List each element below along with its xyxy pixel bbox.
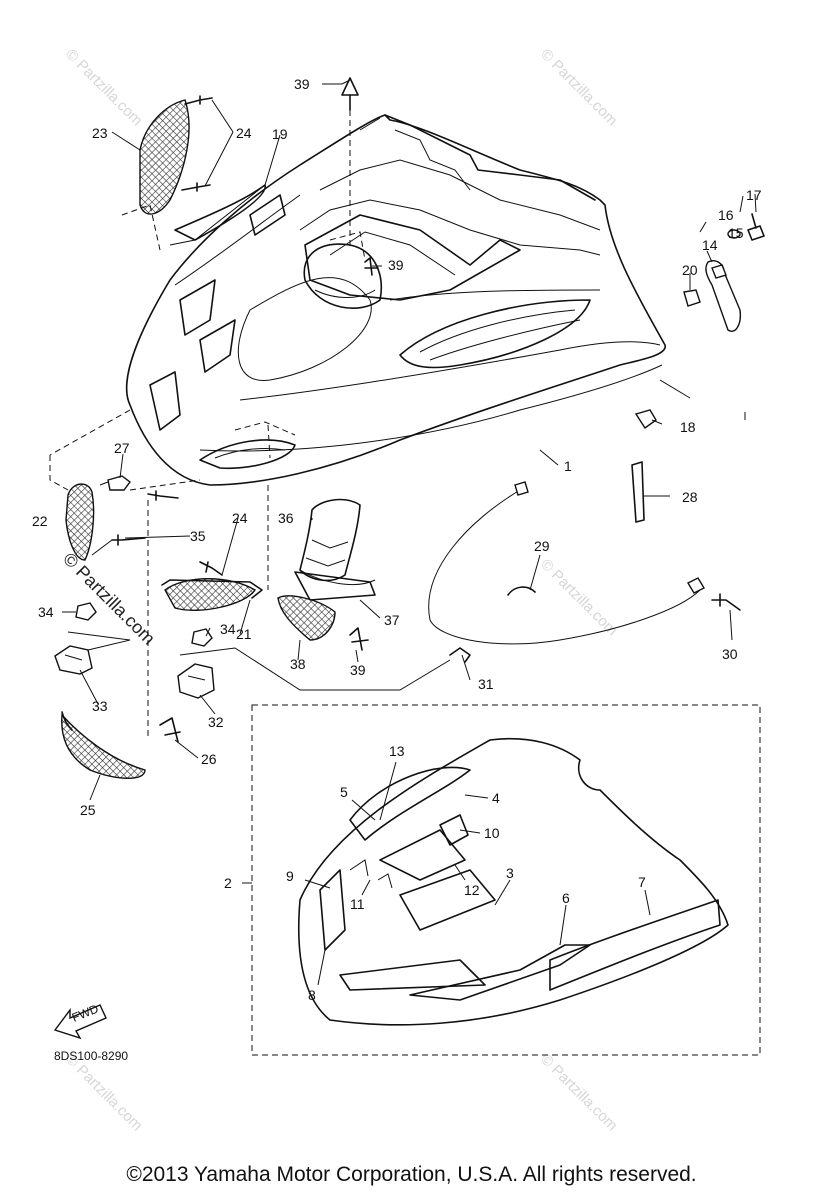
rivet-18[interactable]: [634, 409, 657, 430]
callout-7: 7: [638, 874, 646, 890]
callout-2: 2: [224, 875, 232, 891]
callout-39-mid: 39: [388, 257, 404, 273]
washer-16[interactable]: [727, 229, 741, 239]
watermark-text: © Partzilla.com: [537, 556, 620, 639]
mesh-panel-38[interactable]: [277, 595, 336, 641]
screw-24-lower[interactable]: [147, 490, 223, 576]
screw-26[interactable]: [159, 717, 181, 743]
screw-24-top[interactable]: [181, 95, 213, 192]
callout-18: 18: [680, 419, 696, 435]
callout-5: 5: [340, 784, 348, 800]
duct-base-37[interactable]: [294, 571, 376, 601]
callout-20: 20: [682, 262, 698, 278]
screw-30[interactable]: [687, 577, 741, 611]
callout-30: 30: [722, 646, 738, 662]
callout-37: 37: [384, 612, 400, 628]
mesh-panel-22[interactable]: [65, 483, 95, 561]
callout-34-left: 34: [38, 604, 54, 620]
fwd-arrow: FWD: [53, 1001, 107, 1040]
watermark-text: © Partzilla.com: [62, 1051, 145, 1134]
callout-14: 14: [702, 237, 718, 253]
callout-36: 36: [278, 510, 294, 526]
engine-hood-part-1[interactable]: [125, 114, 666, 486]
latch-14[interactable]: [705, 260, 742, 332]
callout-labels: 1 2 3 4 5 6 7 8 9 10 11 12 13 14 15 16 1…: [32, 76, 762, 1003]
diagram-code: 8DS100-8290: [54, 1049, 128, 1063]
cable-tie-28[interactable]: [631, 461, 645, 523]
callout-28: 28: [682, 489, 698, 505]
callout-10: 10: [484, 825, 500, 841]
mesh-grille-21[interactable]: [161, 578, 263, 611]
bracket-32[interactable]: [177, 663, 215, 699]
nut-34-right[interactable]: [191, 628, 213, 647]
screw-39-low[interactable]: [349, 627, 369, 651]
graphic-kit-box: [251, 704, 761, 1056]
callout-21: 21: [236, 626, 252, 642]
callout-13: 13: [389, 743, 405, 759]
callout-31: 31: [478, 676, 494, 692]
callout-38: 38: [290, 656, 306, 672]
callout-15: 15: [728, 225, 744, 241]
callout-3: 3: [506, 865, 514, 881]
callout-34-right: 34: [220, 621, 236, 637]
leader-lines: [49, 79, 757, 986]
callout-23: 23: [92, 125, 108, 141]
grommet-20[interactable]: [683, 289, 701, 307]
bracket-33[interactable]: [54, 645, 93, 675]
watermark-text: © Partzilla.com: [537, 46, 620, 129]
mesh-panel-23[interactable]: [139, 99, 190, 215]
callout-11: 11: [350, 896, 365, 912]
graphic-kit-2[interactable]: [297, 737, 729, 1026]
trim-strip-19[interactable]: [174, 184, 266, 241]
bolt-17[interactable]: [747, 213, 765, 241]
callout-39-low: 39: [350, 662, 366, 678]
callout-24-top: 24: [236, 125, 252, 141]
screw-39-mid[interactable]: [364, 257, 379, 276]
callout-9: 9: [286, 868, 294, 884]
air-duct: [303, 243, 382, 309]
callout-17: 17: [746, 187, 762, 203]
screw-39-top[interactable]: [341, 77, 359, 111]
callout-1: 1: [564, 458, 572, 474]
nut-34-left[interactable]: [75, 602, 97, 621]
callout-32: 32: [208, 714, 224, 730]
callout-24-lower: 24: [232, 510, 248, 526]
mesh-panel-25[interactable]: [61, 711, 146, 779]
callout-25: 25: [80, 802, 96, 818]
collar-15[interactable]: [711, 264, 727, 279]
cable-29[interactable]: [428, 481, 701, 663]
duct-36[interactable]: [299, 498, 376, 586]
callout-8: 8: [308, 987, 316, 1003]
screw-35[interactable]: [111, 534, 146, 546]
callout-4: 4: [492, 790, 500, 806]
copyright-notice: ©2013 Yamaha Motor Corporation, U.S.A. A…: [126, 1163, 697, 1186]
watermark-text: © Partzilla.com: [62, 46, 145, 129]
watermark-text-strong: © Partzilla.com: [59, 549, 159, 649]
callout-16: 16: [718, 207, 734, 223]
callout-39-top: 39: [294, 76, 310, 92]
callout-22: 22: [32, 513, 48, 529]
callout-29: 29: [534, 538, 550, 554]
clip-27[interactable]: [107, 475, 131, 491]
callout-27: 27: [114, 440, 130, 456]
callout-26: 26: [201, 751, 217, 767]
watermark-text: © Partzilla.com: [537, 1051, 620, 1134]
callout-33: 33: [92, 698, 108, 714]
callout-19: 19: [272, 126, 288, 142]
callout-6: 6: [562, 890, 570, 906]
callout-12: 12: [464, 882, 480, 898]
callout-35: 35: [190, 528, 206, 544]
